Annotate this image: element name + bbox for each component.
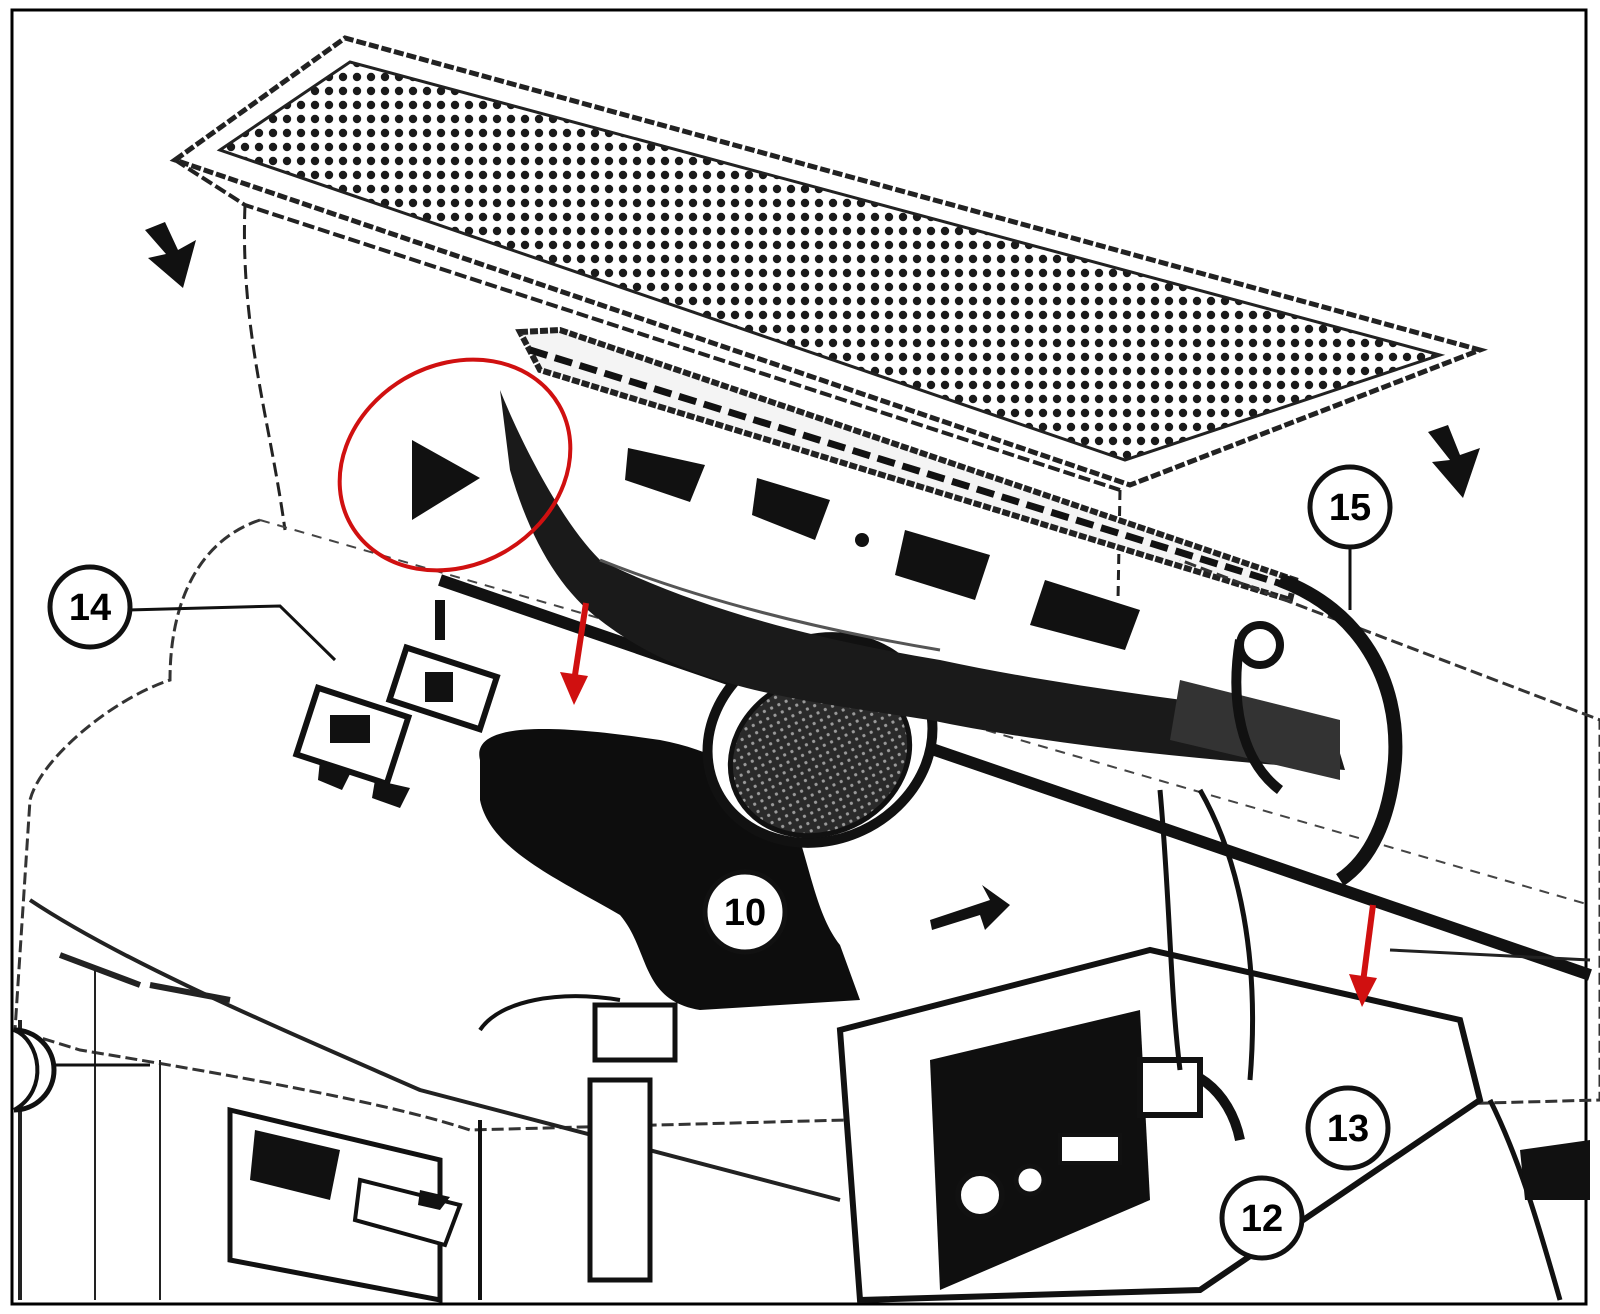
callout-12-label: 12 [1241,1198,1283,1240]
top-grille-cover [169,35,1488,601]
callout-14-label: 14 [69,587,111,629]
red-arrow-right [1349,904,1377,1007]
center-arrow [930,885,1010,930]
assembly-arrow-right [1428,425,1480,498]
callout-12: 12 [1219,1175,1305,1261]
callout-15: 15 [1307,464,1393,550]
callout-15-label: 15 [1329,487,1371,529]
assembly-arrow-left [145,222,196,288]
red-arrow-left [560,602,589,705]
callout-partial-left [12,1027,57,1113]
callout-10-label: 10 [724,892,766,934]
front-bezel [412,326,1299,650]
callout-10: 10 [702,869,788,955]
flex-cable [500,390,1345,780]
cable-loop [1231,573,1403,886]
callout-14: 14 [47,564,133,650]
callout-13-label: 13 [1327,1108,1369,1150]
highlight-ellipse [337,357,573,573]
callout-13: 13 [1305,1085,1391,1171]
lower-chassis [836,788,1484,1304]
control-cluster [292,643,501,808]
base-table [18,970,678,1304]
edge-details [1389,948,1591,1301]
